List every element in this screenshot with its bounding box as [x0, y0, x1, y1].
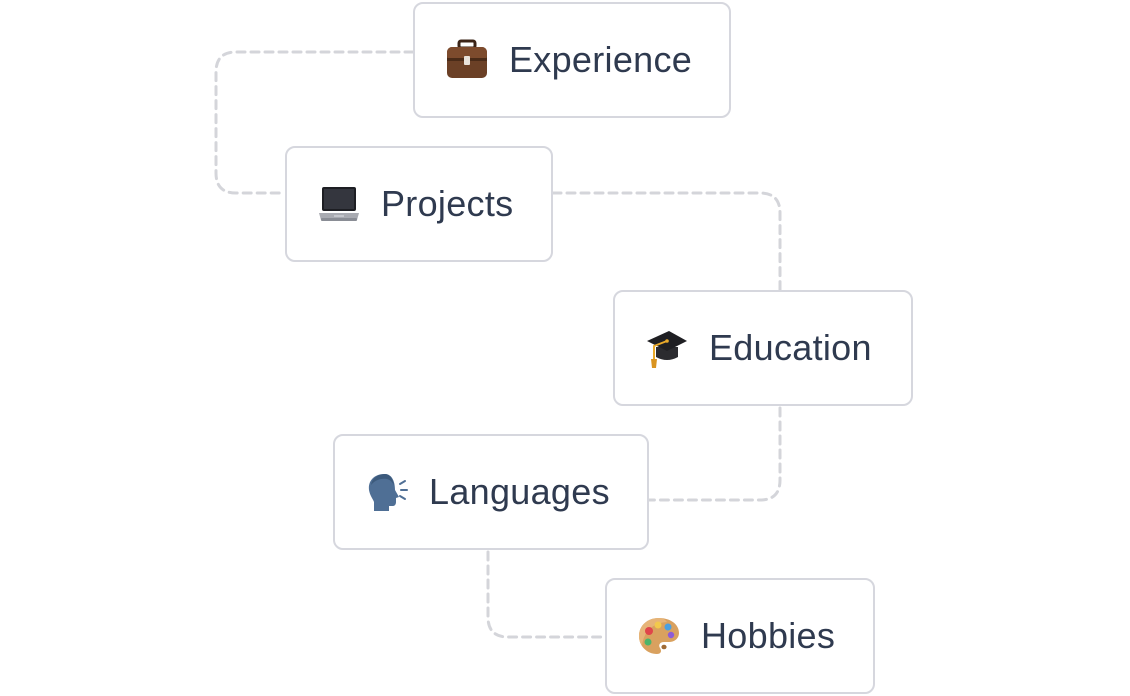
connector-languages-hobbies — [486, 550, 607, 639]
node-label: Languages — [429, 471, 610, 512]
connector-education-languages — [647, 406, 782, 502]
experience-node[interactable]: Experience — [413, 2, 731, 118]
education-node[interactable]: Education — [613, 290, 913, 406]
connector-projects-education — [551, 191, 782, 292]
node-label: Projects — [381, 183, 514, 224]
briefcase-icon — [445, 38, 489, 82]
graduation-cap-icon — [645, 326, 689, 370]
hobbies-node[interactable]: Hobbies — [605, 578, 875, 694]
node-label: Hobbies — [701, 615, 836, 656]
node-label: Education — [709, 327, 872, 368]
laptop-icon — [317, 182, 361, 226]
artist-palette-icon — [637, 614, 681, 658]
projects-node[interactable]: Projects — [285, 146, 553, 262]
node-label: Experience — [509, 39, 693, 80]
speaking-head-icon — [365, 470, 409, 514]
languages-node[interactable]: Languages — [333, 434, 649, 550]
